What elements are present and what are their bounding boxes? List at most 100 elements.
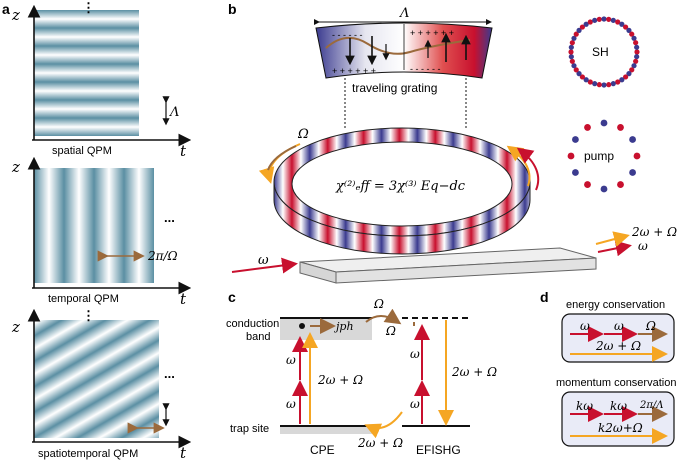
mode-lobe [629, 67, 635, 73]
microring: Ω χ⁽²⁾ₑff = 3χ⁽³⁾ Eq−dc [258, 127, 540, 255]
mode-lobe [571, 63, 577, 69]
mode-lobe [584, 181, 591, 188]
mode-lobe [617, 124, 624, 131]
mode-lobe [626, 27, 632, 33]
temporal-qpm-plot: z t ... 2π/Ω temporal QPM [11, 156, 192, 308]
panel-label-a: a [2, 1, 10, 17]
efishg-2w-label: 2ω + Ω [451, 365, 497, 379]
mode-lobe [576, 71, 582, 77]
temporal-period-label: 2π/Ω [147, 249, 178, 263]
mode-lobe [631, 63, 637, 69]
trap-site-label: trap site [230, 423, 269, 435]
charge-signs-top-right: + + + + + + [410, 28, 454, 38]
efishg-omega-2: ω [410, 347, 420, 361]
mode-lobe [615, 19, 621, 25]
mode-lobe [619, 21, 625, 27]
mode-lobe [619, 77, 625, 83]
mode-lobe [600, 185, 608, 193]
sh-return-arrow [364, 411, 403, 439]
cpe-omega-1: ω [286, 397, 296, 411]
mode-lobe [569, 40, 575, 46]
output-pump-label: ω [638, 239, 648, 253]
spatiotemporal-qpm-plot: z t ⋮ ... spatiotemporal QPM [11, 308, 192, 462]
mode-lobe [583, 77, 589, 83]
spatial-qpm-caption: spatial QPM [52, 145, 112, 157]
mode-lobe [596, 82, 602, 88]
mode-lobe [572, 136, 579, 143]
bus-waveguide: ω 2ω + Ω ω [231, 225, 677, 284]
efishg-omega-1: ω [410, 397, 420, 411]
mode-lobe [592, 184, 599, 192]
mode-lobe [634, 49, 640, 55]
spatiotemporal-z-label: z [11, 318, 20, 336]
charge-signs-top-left: - - - - - - [332, 30, 363, 40]
sh-mode-label: SH [592, 45, 609, 59]
mode-lobe [568, 161, 576, 168]
energy-title: energy conservation [566, 299, 665, 311]
momentum-k-1: kω [576, 399, 593, 413]
efishg-omega-label: Ω [385, 324, 396, 338]
ring-red-arrow-right [516, 147, 540, 191]
temporal-z-label: z [11, 158, 20, 176]
energy-level-diagram: conduction band trap site jph ω ω 2ω + Ω… [226, 297, 497, 457]
momentum-grating: 2π/Λ [639, 400, 664, 411]
cpe-2w-label: 2ω + Ω [317, 373, 363, 387]
mode-lobe [569, 58, 575, 64]
mode-lobe [609, 120, 616, 128]
mode-lobe [577, 129, 585, 137]
spatial-qpm-plot: z t ⋮ Λ spatial QPM [11, 0, 192, 160]
momentum-k-2: kω [610, 399, 627, 413]
mode-lobe [600, 119, 608, 127]
mode-lobe [601, 82, 607, 88]
mode-lobe [573, 31, 579, 37]
mode-lobe [571, 35, 577, 41]
temporal-grating [34, 168, 154, 283]
momentum-sh-label: k2ω+Ω [598, 421, 643, 435]
input-omega-label: ω [258, 253, 269, 268]
spatial-grating [34, 10, 139, 136]
mode-lobe [596, 16, 602, 22]
output-sh-arrow [595, 231, 630, 247]
trap-site-region [280, 426, 372, 434]
mode-lobe [592, 17, 598, 23]
grating-period-label: Λ [399, 6, 409, 21]
cpe-label: CPE [310, 443, 335, 457]
energy-conservation-box: energy conservation ω ω Ω 2ω + Ω [561, 299, 675, 363]
grating-wave [325, 37, 471, 55]
mode-lobe [592, 81, 598, 87]
mode-lobe [568, 44, 574, 50]
chi-eff-equation: χ⁽²⁾ₑff = 3χ⁽³⁾ Eq−dc [335, 179, 466, 194]
return-2w-label: 2ω + Ω [357, 436, 403, 450]
spatiotemporal-qpm-caption: spatiotemporal QPM [38, 448, 138, 460]
mode-lobe [587, 19, 593, 25]
mode-lobe [583, 21, 589, 27]
panel-label-b: b [228, 1, 237, 17]
mode-lobe [623, 74, 629, 80]
mode-lobe [633, 40, 639, 46]
mode-lobe [633, 152, 641, 160]
mode-lobe [626, 71, 632, 77]
mode-lobe [629, 31, 635, 37]
energy-sh-label: 2ω + Ω [595, 339, 641, 353]
conduction-band-label-2: band [246, 331, 270, 343]
omega-transfer-arrow [365, 308, 402, 325]
spatial-period-label: Λ [169, 105, 179, 120]
mode-lobe [632, 144, 640, 151]
momentum-conservation-box: momentum conservation kω kω 2π/Λ k2ω+Ω [556, 377, 676, 447]
spatiotemporal-ellipsis-v: ⋮ [82, 308, 95, 323]
momentum-title: momentum conservation [556, 377, 676, 389]
mode-lobe [606, 16, 612, 22]
mode-lobe [609, 184, 616, 192]
output-pump-arrow [597, 240, 632, 257]
mode-lobe [572, 169, 579, 176]
mode-lobe [577, 175, 585, 183]
mode-lobe [615, 79, 621, 85]
conduction-band-region [280, 318, 372, 340]
spatiotemporal-grating [34, 320, 159, 438]
ring-brown-arrow-left [267, 145, 297, 171]
spatial-ellipsis: ⋮ [82, 0, 95, 15]
spatiotemporal-t-label: t [180, 444, 187, 462]
spatial-t-label: t [180, 142, 187, 160]
mode-lobe [584, 124, 591, 131]
